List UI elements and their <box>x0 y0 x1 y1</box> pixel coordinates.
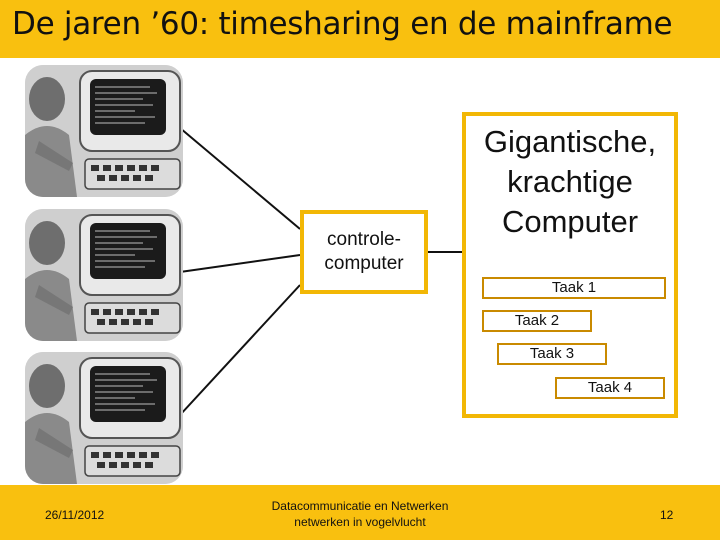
connector-line-middle <box>179 254 301 273</box>
controller-box: controle-computer <box>300 210 428 294</box>
mainframe-label: Gigantische, krachtige Computer <box>483 124 657 239</box>
slide-title: De jaren ’60: timesharing en de mainfram… <box>12 6 673 42</box>
footer-bar <box>0 485 720 540</box>
mainframe-box <box>462 112 678 418</box>
connector-line-top <box>179 127 301 230</box>
controller-label: controle-computer <box>324 229 404 274</box>
terminal-photo-1 <box>25 65 183 197</box>
footer-course-line2: netwerken in vogelvlucht <box>294 515 426 529</box>
footer-course: Datacommunicatie en Netwerken netwerken … <box>255 498 465 530</box>
terminal-photo-2 <box>25 209 183 341</box>
terminal-operator-icon <box>25 352 183 484</box>
connector-line-bottom <box>179 284 301 416</box>
terminal-operator-icon <box>25 209 183 341</box>
task-1: Taak 1 <box>482 277 666 299</box>
terminal-photo-3 <box>25 352 183 484</box>
footer-date: 26/11/2012 <box>45 508 105 522</box>
task-2: Taak 2 <box>482 310 592 332</box>
task-4: Taak 4 <box>555 377 665 399</box>
footer-course-line1: Datacommunicatie en Netwerken <box>271 499 449 513</box>
terminal-operator-icon <box>25 65 183 197</box>
task-3: Taak 3 <box>497 343 607 365</box>
page-number: 12 <box>660 508 674 522</box>
title-bar <box>0 0 720 58</box>
